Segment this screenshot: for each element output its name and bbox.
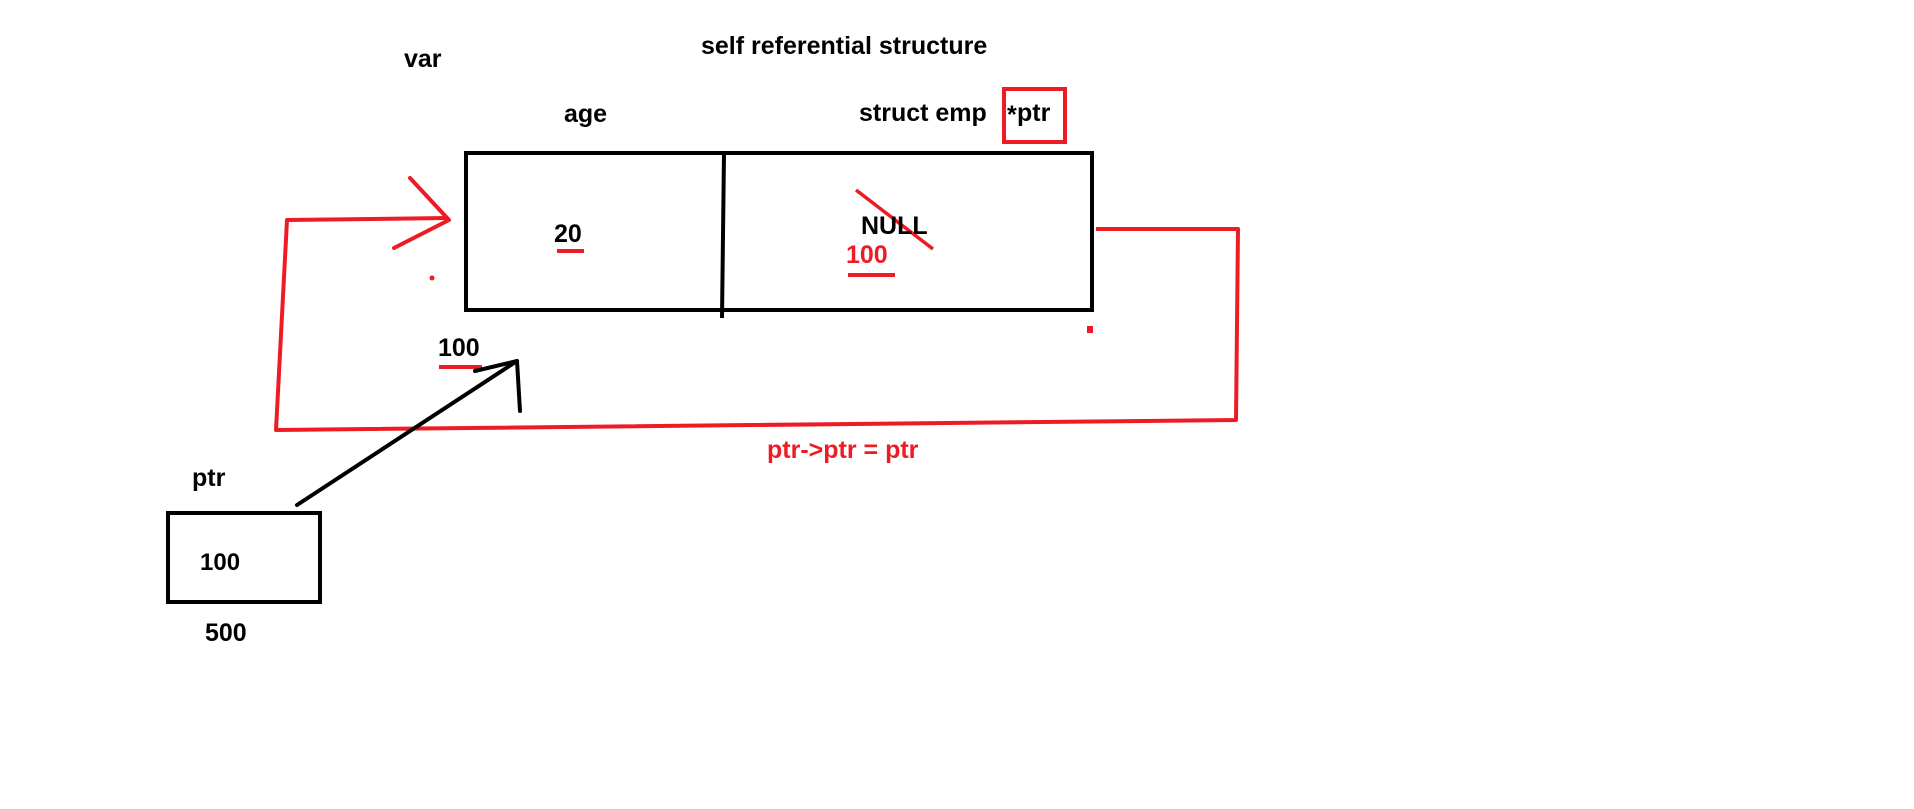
red-dot [429, 275, 435, 281]
ptr-variable-address: 500 [205, 619, 247, 647]
age-field-label: age [564, 100, 608, 128]
field-divider [720, 152, 726, 319]
node-address-label: 100 [438, 334, 480, 362]
age-field-value: 20 [554, 220, 582, 248]
pointer-arrow-line [295, 359, 519, 507]
self-reference-arrowhead [392, 176, 451, 250]
ptr-field-name-label: ptr [1017, 99, 1051, 127]
assignment-statement: ptr->ptr = ptr [767, 436, 919, 464]
ptr-label-highlight [1002, 87, 1067, 144]
null-strikethrough [854, 188, 935, 251]
pointer-arrowhead [473, 359, 522, 413]
ptr-variable-label: ptr [192, 464, 226, 492]
variable-name-label: var [404, 45, 442, 73]
struct-node-box [464, 151, 1094, 312]
red-dot [1087, 326, 1093, 333]
self-reference-loop [274, 216, 1240, 432]
ptr-variable-value: 100 [200, 549, 241, 576]
ptr-field-old-value: NULL [861, 212, 928, 240]
ptr-field-star: * [1007, 101, 1017, 129]
diagram-title: self referential structure [701, 32, 988, 60]
ptr-variable-box [166, 511, 322, 604]
ptr-field-type-label: struct emp [859, 99, 987, 127]
ptr-field-new-value: 100 [846, 241, 888, 269]
